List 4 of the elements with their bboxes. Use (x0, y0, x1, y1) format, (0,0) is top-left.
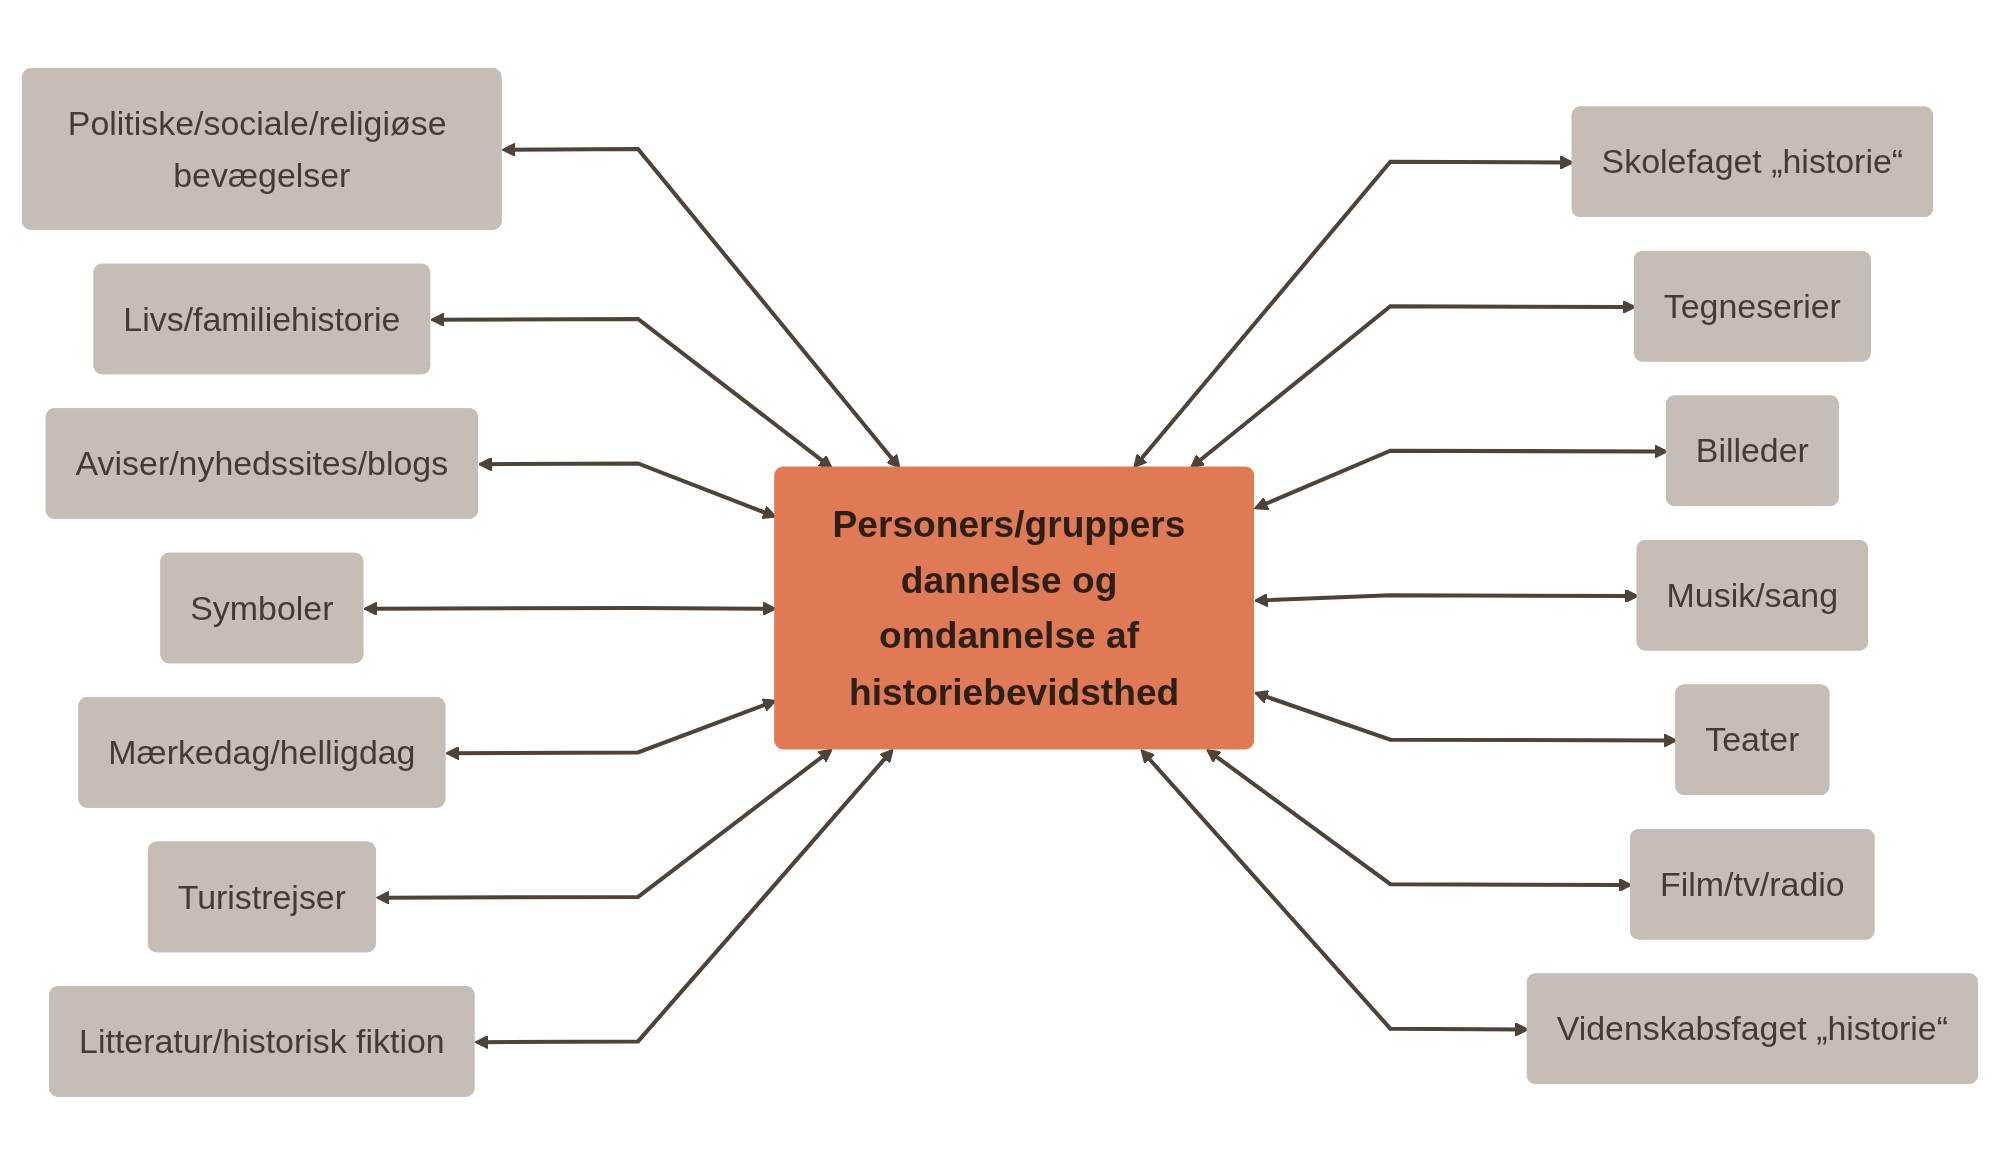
arrow (501, 142, 901, 469)
arrow (430, 312, 833, 469)
arrow (375, 748, 833, 905)
arrow (474, 748, 894, 1050)
